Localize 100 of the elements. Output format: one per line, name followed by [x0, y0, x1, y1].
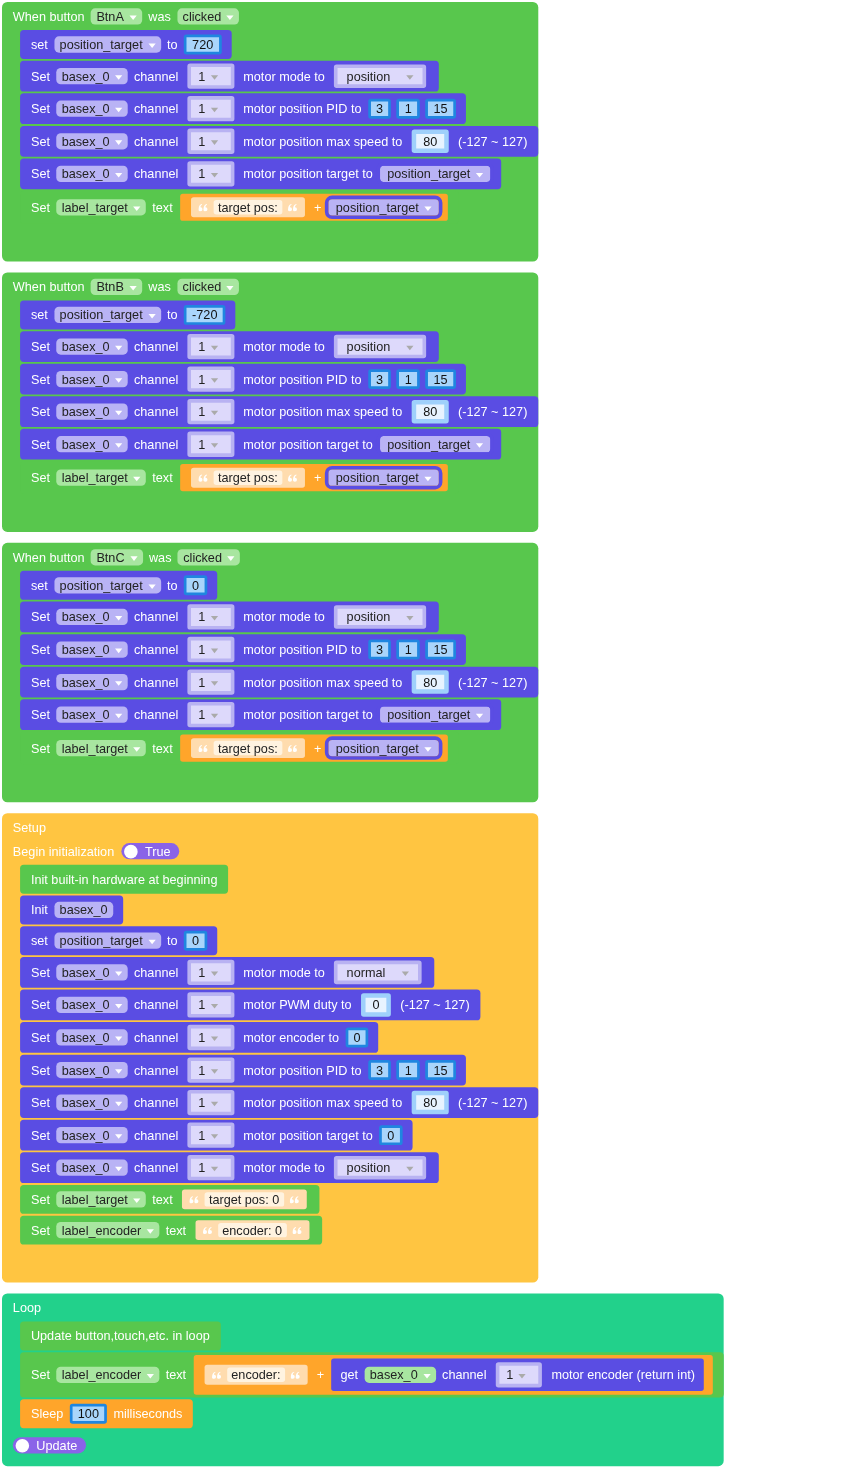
- code-block: [20, 601, 440, 633]
- code-block: [20, 989, 481, 1021]
- toggle-switch: Update: [12, 1437, 87, 1454]
- dropdown: basex_0: [56, 1159, 128, 1176]
- block-label: text: [152, 740, 173, 756]
- channel-dropdown: 1: [187, 959, 235, 986]
- code-block: [20, 1152, 440, 1184]
- number-input: 100: [69, 1403, 108, 1424]
- block-label: text: [152, 1192, 173, 1207]
- block-label: channel: [134, 437, 179, 452]
- dropdown: basex_0: [56, 1061, 128, 1079]
- block-label: motor mode to: [243, 339, 325, 354]
- block-label: channel: [134, 1095, 179, 1110]
- block-label: get: [340, 1367, 359, 1383]
- string-text: target pos: 0: [204, 1192, 284, 1207]
- block-label: channel: [134, 1127, 179, 1143]
- dropdown: position_target: [54, 932, 161, 949]
- block-label: motor position max speed to: [243, 1095, 403, 1110]
- string-text: encoder: 0: [217, 1222, 287, 1238]
- block-label: channel: [134, 1160, 179, 1175]
- block-label: channel: [134, 609, 179, 625]
- number-input: 0: [183, 575, 208, 596]
- block-label: (-127 ~ 127): [458, 134, 528, 149]
- dropdown: clicked: [177, 8, 240, 25]
- event-block: [2, 2, 539, 262]
- channel-dropdown: 1: [187, 128, 235, 154]
- channel-dropdown: 1: [187, 604, 235, 630]
- dropdown: position_target: [54, 306, 161, 324]
- dropdown: basex_0: [56, 100, 128, 117]
- dropdown: basex_0: [56, 1094, 128, 1111]
- string-text: target pos:: [213, 470, 283, 485]
- block-label: Set: [30, 1062, 50, 1078]
- code-block: [20, 93, 466, 125]
- dropdown: basex_0: [56, 964, 128, 981]
- block-label: Set: [30, 437, 50, 452]
- dropdown: basex_0: [56, 371, 128, 388]
- number-input: 3: [367, 639, 392, 660]
- block-label: Set: [30, 68, 50, 84]
- block-label: motor position PID to: [243, 101, 362, 116]
- block-label: Setup: [12, 820, 46, 835]
- dropdown: clicked: [177, 549, 241, 566]
- code-block: [20, 363, 466, 395]
- block-label: motor position PID to: [243, 371, 362, 387]
- dropdown: position_target: [54, 577, 161, 594]
- number-input: 80: [411, 1090, 449, 1115]
- block-label: +: [313, 200, 322, 215]
- number-input: 1: [396, 639, 420, 660]
- dropdown: basex_0: [56, 338, 128, 355]
- block-label: to: [167, 37, 178, 52]
- dropdown: basex_0: [56, 68, 128, 85]
- block-label: motor position target to: [243, 707, 373, 722]
- block-label: channel: [134, 1030, 179, 1045]
- channel-dropdown: 1: [495, 1362, 543, 1388]
- block-label: Set: [30, 1222, 50, 1238]
- number-input: 3: [367, 98, 392, 119]
- block-label: to: [167, 307, 178, 323]
- number-input: 80: [411, 670, 449, 694]
- code-block: [20, 895, 123, 925]
- code-block: [20, 1321, 221, 1351]
- block-label: (-127 ~ 127): [458, 674, 528, 690]
- number-input: 15: [425, 1060, 456, 1080]
- block-label: channel: [134, 1062, 179, 1078]
- block-label: milliseconds: [113, 1406, 183, 1421]
- event-block: [2, 272, 539, 532]
- number-input: 0: [379, 1125, 403, 1146]
- block-label: motor position max speed to: [243, 674, 403, 690]
- block-label: Init: [30, 902, 48, 918]
- block-label: Set: [30, 339, 50, 354]
- number-input: 1: [396, 1060, 420, 1080]
- dropdown: label_encoder: [56, 1366, 160, 1383]
- variable-dropdown: position_target: [328, 469, 439, 486]
- channel-dropdown: 1: [187, 1089, 235, 1116]
- channel-dropdown: 1: [187, 669, 235, 695]
- event-block: [2, 813, 539, 1283]
- block-label: Init built-in hardware at beginning: [30, 872, 218, 887]
- code-block: [20, 300, 236, 330]
- variable-dropdown: position_target: [328, 199, 439, 216]
- number-input: 15: [425, 98, 456, 119]
- block-label: Begin initialization: [12, 843, 115, 859]
- block-label: Set: [30, 674, 50, 690]
- dropdown: BtnC: [91, 549, 143, 566]
- block-label: (-127 ~ 127): [400, 997, 470, 1013]
- block-label: Set: [30, 1127, 50, 1143]
- block-label: channel: [134, 166, 179, 182]
- block-label: text: [152, 200, 173, 215]
- option-dropdown: position: [333, 64, 427, 88]
- block-label: motor position target to: [243, 1127, 373, 1143]
- block-label: Set: [30, 707, 50, 722]
- block-label: Set: [30, 609, 50, 625]
- string-text: encoder:: [226, 1367, 286, 1383]
- dropdown: basex_0: [56, 1127, 128, 1144]
- block-label: channel: [134, 642, 179, 657]
- dropdown: label_target: [56, 199, 146, 216]
- code-block: [20, 926, 218, 956]
- block-label: motor position target to: [243, 437, 373, 452]
- dropdown: BtnB: [91, 278, 142, 295]
- block-label: Set: [30, 642, 50, 657]
- code-block: [20, 30, 232, 59]
- block-label: Sleep: [30, 1406, 64, 1421]
- block-label: channel: [442, 1367, 487, 1383]
